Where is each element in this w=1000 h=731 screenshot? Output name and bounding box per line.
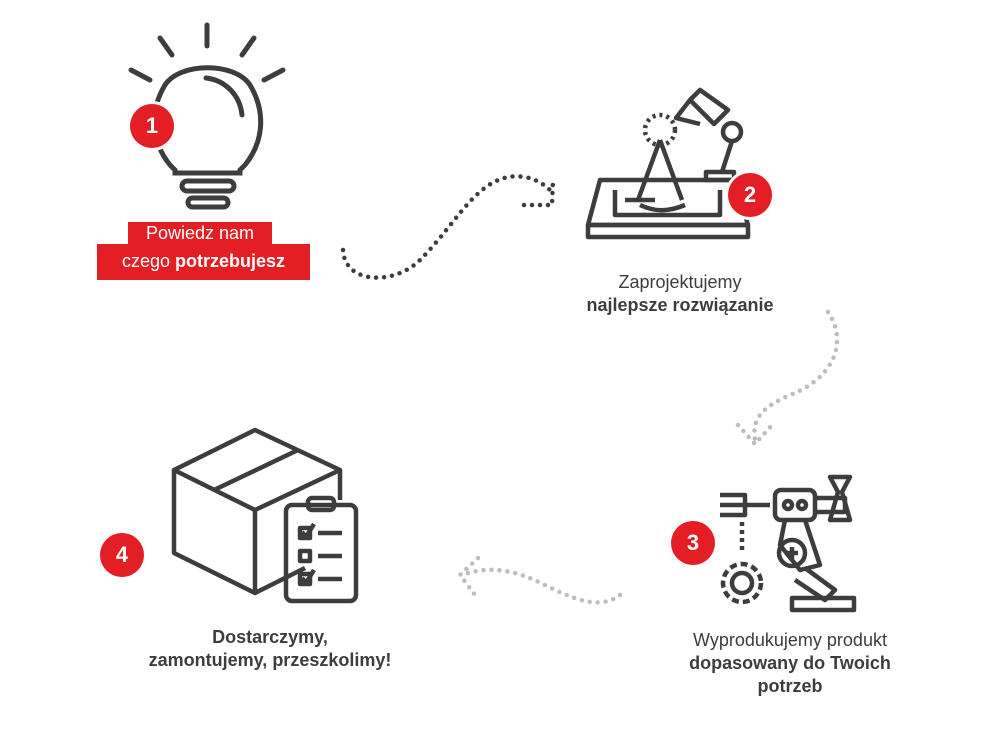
dotted-arrow-3-to-4 xyxy=(456,555,623,605)
box-checklist-icon xyxy=(171,427,359,604)
step-4-badge: 4 xyxy=(100,533,144,577)
step-2-caption: Zaprojektujemy najlepsze rozwiązanie xyxy=(586,272,774,315)
step-1-label-line1: Powiedz nam xyxy=(128,222,272,246)
step-2-badge: 2 xyxy=(728,173,772,217)
step-3-badge: 3 xyxy=(671,521,715,565)
dotted-arrow-1-to-2 xyxy=(340,174,556,280)
step-4-caption: Dostarczymy, zamontujemy, przeszkolimy! xyxy=(148,627,392,670)
step-1-badge: 1 xyxy=(130,104,174,148)
blueprint-design-icon xyxy=(585,87,751,240)
step-1-label-line2: czego potrzebujesz xyxy=(97,244,310,280)
step-3-caption: Wyprodukujemy produkt dopasowany do Twoi… xyxy=(689,630,891,696)
dotted-arrow-2-to-3 xyxy=(735,309,840,448)
robot-arm-icon xyxy=(720,474,857,613)
